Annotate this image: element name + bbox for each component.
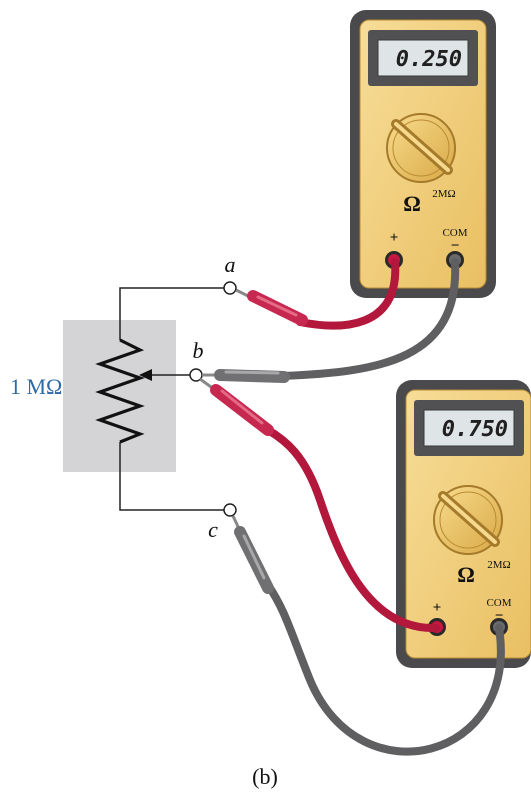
- multimeter-bottom-ohm-symbol: Ω: [457, 562, 475, 587]
- multimeter-bottom-display: [423, 409, 515, 447]
- multimeter-top-knob[interactable]: [386, 113, 456, 183]
- multimeter-top-plus-label: +: [390, 230, 399, 246]
- terminal-c-label: c: [208, 517, 218, 542]
- multimeter-bottom-reading: 0.750: [442, 417, 508, 442]
- wire-a: [119, 287, 225, 340]
- multimeter-top-display: [377, 39, 469, 77]
- lead-gray-top: [278, 258, 460, 380]
- terminal-b-label: b: [193, 338, 204, 363]
- probe-red-bottom: [210, 384, 274, 436]
- multimeter-top: 0.250 Ω 2MΩ + COM −: [350, 10, 496, 298]
- multimeter-top-ohm-symbol: Ω: [403, 191, 421, 216]
- multimeter-top-minus-label: −: [451, 238, 460, 254]
- resistor-zigzag: [95, 338, 145, 444]
- figure-caption: (b): [252, 764, 278, 789]
- multimeter-bottom: 0.750 Ω 2MΩ + COM −: [396, 380, 531, 668]
- terminal-a[interactable]: [223, 281, 237, 295]
- multimeter-bottom-range-value: 2MΩ: [487, 559, 510, 571]
- multimeter-top-range-value: 2MΩ: [432, 188, 455, 200]
- potentiometer: [95, 287, 225, 511]
- lead-red-bottom: [264, 426, 440, 633]
- multimeter-bottom-knob[interactable]: [433, 485, 503, 555]
- terminal-a-label: a: [225, 252, 236, 277]
- wire-c: [119, 442, 225, 511]
- resistor-label: 1 MΩ: [10, 374, 62, 399]
- lead-gray-bottom: [264, 581, 505, 756]
- wiper-arrow: [139, 369, 152, 381]
- multimeter-top-reading: 0.250: [396, 47, 462, 72]
- terminal-c[interactable]: [223, 503, 237, 517]
- multimeter-bottom-com-label: COM: [486, 597, 511, 609]
- multimeter-top-com-label: COM: [442, 227, 467, 239]
- probe-gray-top: [214, 369, 290, 383]
- multimeter-bottom-minus-label: −: [495, 608, 504, 624]
- multimeter-bottom-plus-label: +: [433, 600, 442, 616]
- lead-red-top: [296, 258, 400, 330]
